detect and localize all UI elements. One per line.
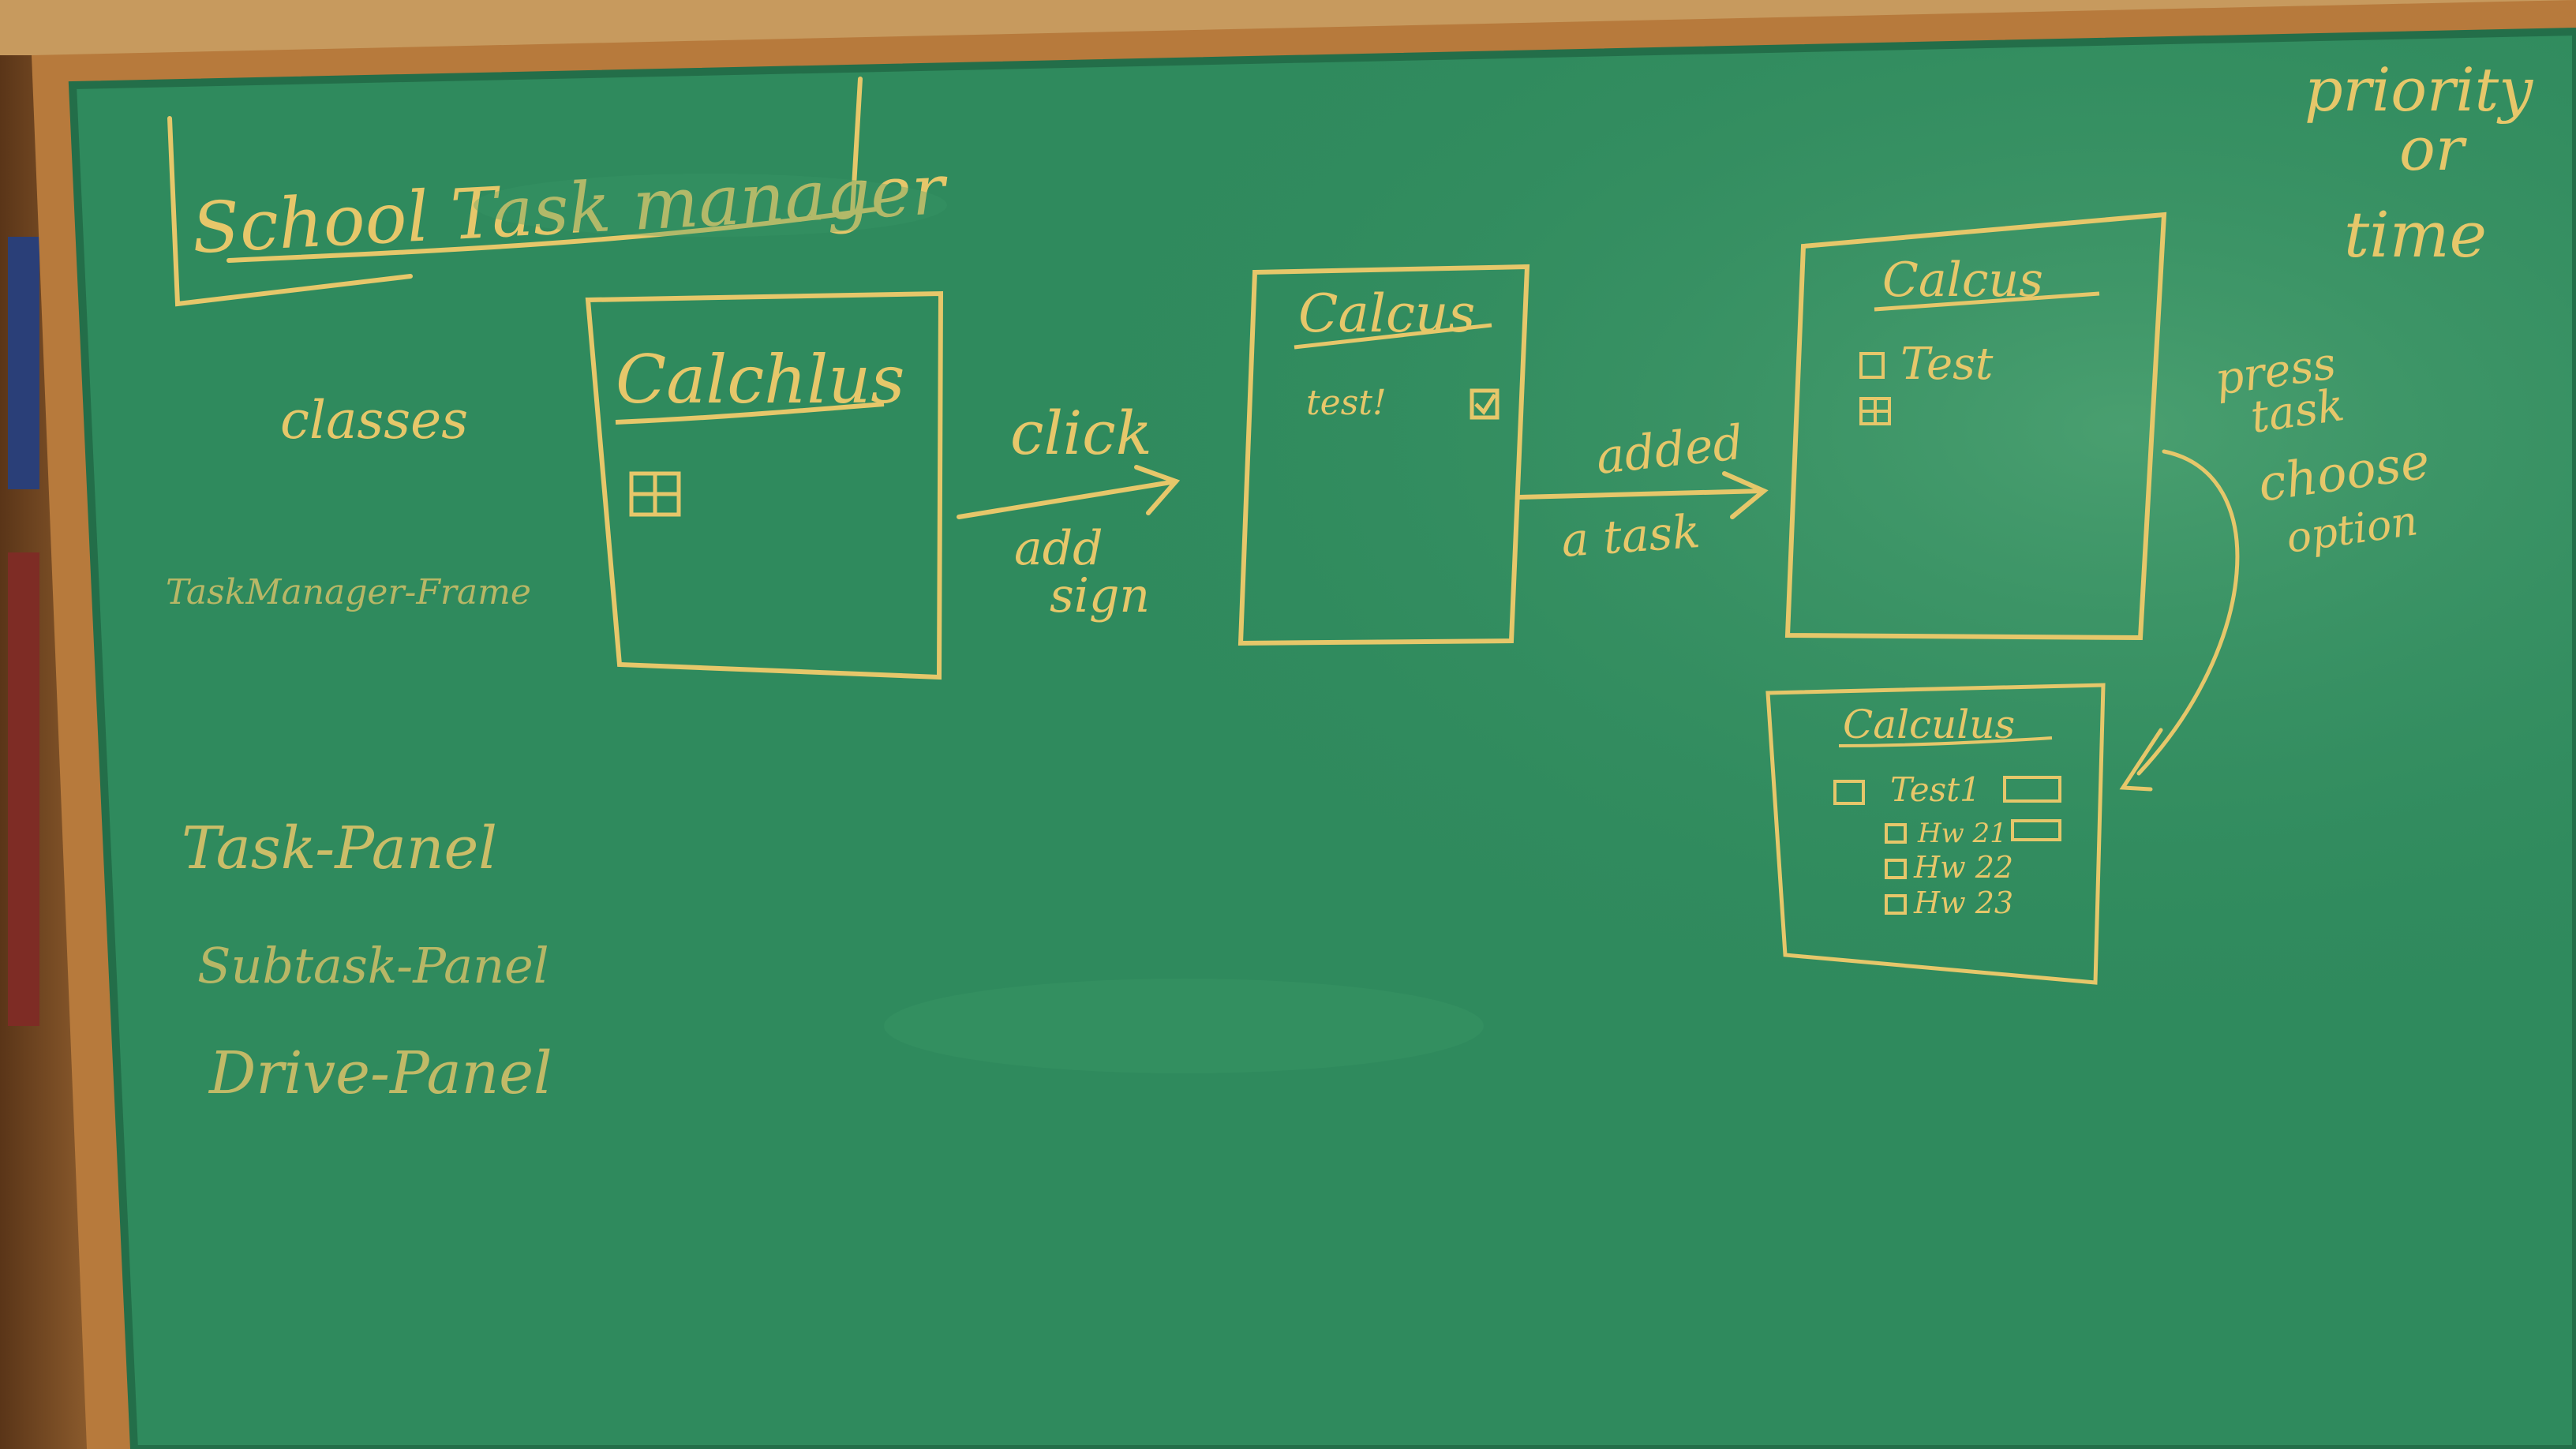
chalk-smudge bbox=[474, 174, 947, 237]
title-bracket bbox=[167, 77, 878, 307]
checkbox-icon bbox=[1470, 388, 1500, 420]
add-sign-icon bbox=[1859, 397, 1891, 425]
box3-heading: Calcus bbox=[1882, 253, 2043, 308]
box4-heading: Calculus bbox=[1843, 702, 2015, 747]
box4-item-4: Hw 23 bbox=[1913, 886, 2013, 920]
sketch-box-3 bbox=[1784, 212, 2167, 641]
box2-item-1: test! bbox=[1306, 383, 1387, 423]
box3-item-1: Test bbox=[1900, 339, 1994, 390]
checkbox-icon bbox=[1885, 894, 1907, 915]
checkbox-icon bbox=[1885, 823, 1907, 844]
label-subtask-panel: Subtask-Panel bbox=[197, 937, 549, 994]
chalk-smudge bbox=[884, 979, 1484, 1073]
checkbox-icon bbox=[1833, 780, 1865, 805]
label-drive-panel: Drive-Panel bbox=[208, 1039, 552, 1107]
option-icons bbox=[2011, 819, 2061, 841]
add-sign-icon bbox=[629, 471, 681, 517]
box4-item-2: Hw 21 bbox=[1917, 818, 2007, 849]
box1-heading: Calchlus bbox=[616, 341, 904, 418]
arrow-1 bbox=[957, 465, 1181, 519]
box4-item-1: Test1 bbox=[1890, 770, 1981, 809]
arrow-3 bbox=[2119, 449, 2240, 792]
box2-heading: Calcus bbox=[1298, 283, 1475, 344]
checkbox-icon bbox=[1859, 352, 1885, 379]
note-or: or bbox=[2399, 114, 2468, 184]
sketch-box-2 bbox=[1237, 264, 1530, 646]
sketch-box-4 bbox=[1765, 683, 2106, 985]
light-glare bbox=[73, 32, 2576, 1449]
label-frame: TaskManager-Frame bbox=[166, 572, 531, 612]
label-classes: classes bbox=[280, 390, 468, 451]
arrow1-sub-1: add bbox=[1014, 521, 1103, 576]
book bbox=[8, 237, 39, 489]
checkbox-icon bbox=[1885, 859, 1907, 879]
label-task-panel: Task-Panel bbox=[182, 814, 497, 882]
box4-item-3: Hw 22 bbox=[1913, 850, 2013, 885]
arrow2-sub: a task bbox=[1559, 504, 1702, 567]
option-icons bbox=[2003, 776, 2061, 803]
book bbox=[8, 552, 39, 1026]
arrow1-sub-2: sign bbox=[1050, 568, 1150, 623]
note-time: time bbox=[2344, 198, 2487, 271]
note-priority: priority bbox=[2305, 54, 2533, 125]
arrow-2 bbox=[1517, 471, 1769, 519]
arrow1-label: click bbox=[1010, 398, 1152, 468]
sketch-box-1 bbox=[585, 290, 944, 680]
